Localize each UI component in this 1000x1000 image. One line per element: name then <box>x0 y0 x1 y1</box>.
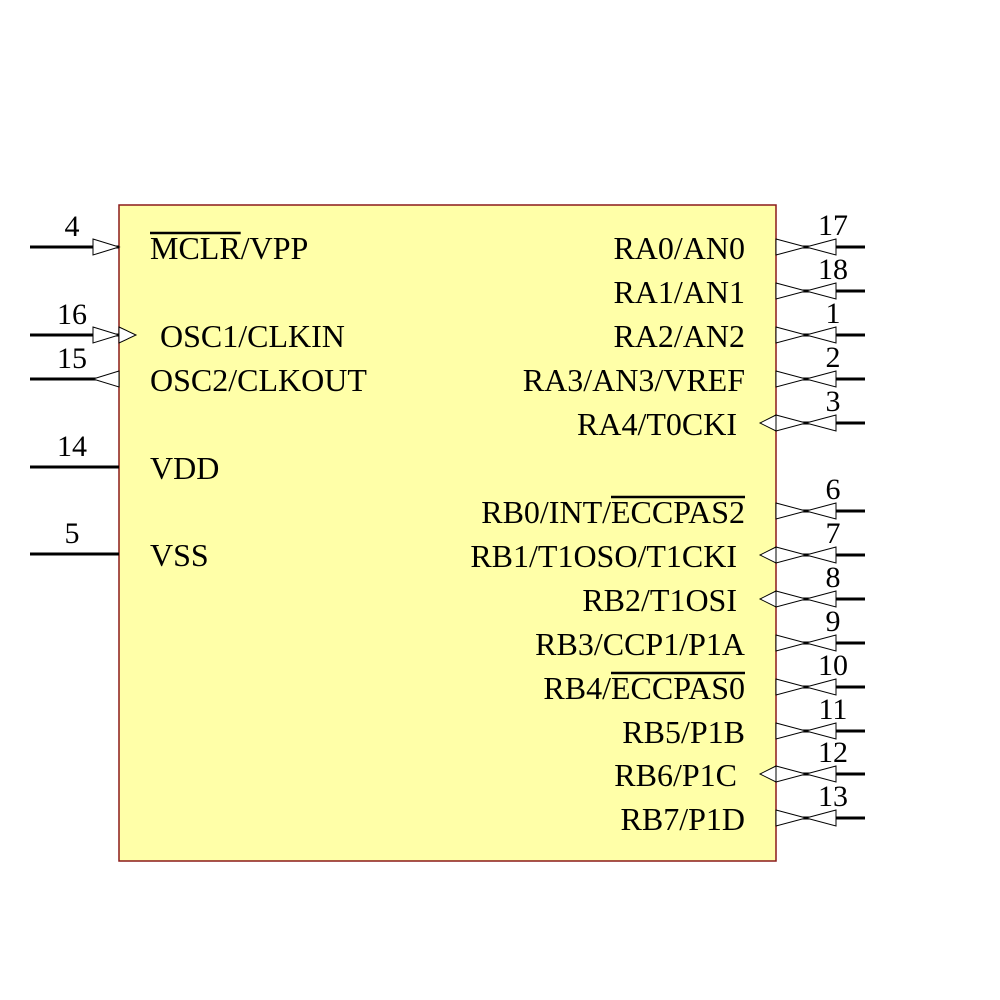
pin-label: RB0/INT/ECCPAS2 <box>481 494 745 530</box>
pin-number: 7 <box>826 517 841 550</box>
bidir-arrow-icon <box>804 765 837 783</box>
schmitt-input-icon <box>758 546 777 564</box>
pin-number: 17 <box>818 209 848 242</box>
pin-number: 13 <box>818 780 848 813</box>
bidir-arrow-icon <box>775 722 808 740</box>
bidir-arrow-icon <box>775 326 808 344</box>
bidir-arrow-icon <box>775 546 808 564</box>
pin-label: RB6/P1C <box>614 757 737 793</box>
pin-label: RA4/T0CKI <box>577 406 737 442</box>
input-arrow-icon <box>92 326 121 344</box>
pin-number: 4 <box>65 210 80 243</box>
pin-label: VSS <box>150 537 209 573</box>
schmitt-input-icon <box>758 590 777 608</box>
bidir-arrow-icon <box>804 326 837 344</box>
pin-label: VDD <box>150 450 219 486</box>
pin-number: 15 <box>57 342 87 375</box>
bidir-arrow-icon <box>775 634 808 652</box>
pin-label: RA2/AN2 <box>613 318 745 354</box>
pin-label: OSC1/CLKIN <box>160 318 345 354</box>
pin-number: 11 <box>819 693 848 726</box>
pin-number: 16 <box>57 298 87 331</box>
bidir-arrow-icon <box>775 238 808 256</box>
pin-label: MCLR/VPP <box>150 230 308 266</box>
pins-layer: 4MCLR/VPP16OSC1/CLKIN15OSC2/CLKOUT14VDD5… <box>30 209 865 837</box>
pin-number: 3 <box>826 385 841 418</box>
pin-number: 5 <box>65 517 80 550</box>
bidir-arrow-icon <box>804 809 837 827</box>
schmitt-input-icon <box>758 414 777 432</box>
pin-label: RB7/P1D <box>621 801 745 837</box>
pin-number: 1 <box>826 297 841 330</box>
bidir-arrow-icon <box>775 590 808 608</box>
pin-number: 8 <box>826 561 841 594</box>
bidir-arrow-icon <box>804 370 837 388</box>
bidir-arrow-icon <box>804 502 837 520</box>
pin-number: 10 <box>818 649 848 682</box>
bidir-arrow-icon <box>804 590 837 608</box>
schmitt-input-icon <box>758 765 777 783</box>
pin-number: 12 <box>818 736 848 769</box>
bidir-arrow-icon <box>775 809 808 827</box>
pin-number: 6 <box>826 473 841 506</box>
pin-number: 14 <box>57 430 87 463</box>
bidir-arrow-icon <box>775 502 808 520</box>
bidir-arrow-icon <box>775 765 808 783</box>
pin-number: 9 <box>826 605 841 638</box>
pin-label: RB5/P1B <box>622 714 745 750</box>
output-arrow-icon <box>91 370 120 388</box>
ic-body <box>118 204 777 862</box>
pin-number: 18 <box>818 253 848 286</box>
pin-number: 2 <box>826 341 841 374</box>
bidir-arrow-icon <box>804 414 837 432</box>
pin-label: RB1/T1OSO/T1CKI <box>470 538 737 574</box>
bidir-arrow-icon <box>804 546 837 564</box>
pin-label: OSC2/CLKOUT <box>150 362 367 398</box>
bidir-arrow-icon <box>804 722 837 740</box>
bidir-arrow-icon <box>775 370 808 388</box>
clock-input-icon <box>118 326 138 344</box>
input-arrow-icon <box>92 238 121 256</box>
pin-label: RA1/AN1 <box>613 274 745 310</box>
pin-label: RB2/T1OSI <box>582 582 737 618</box>
bidir-arrow-icon <box>804 238 837 256</box>
bidir-arrow-icon <box>804 634 837 652</box>
pin-label: RA3/AN3/VREF <box>523 362 745 398</box>
bidir-arrow-icon <box>775 282 808 300</box>
bidir-arrow-icon <box>775 414 808 432</box>
bidir-arrow-icon <box>804 282 837 300</box>
bidir-arrow-icon <box>775 678 808 696</box>
pin-label: RB4/ECCPAS0 <box>543 670 745 706</box>
pin-label: RA0/AN0 <box>613 230 745 266</box>
bidir-arrow-icon <box>804 678 837 696</box>
pin-label: RB3/CCP1/P1A <box>535 626 745 662</box>
